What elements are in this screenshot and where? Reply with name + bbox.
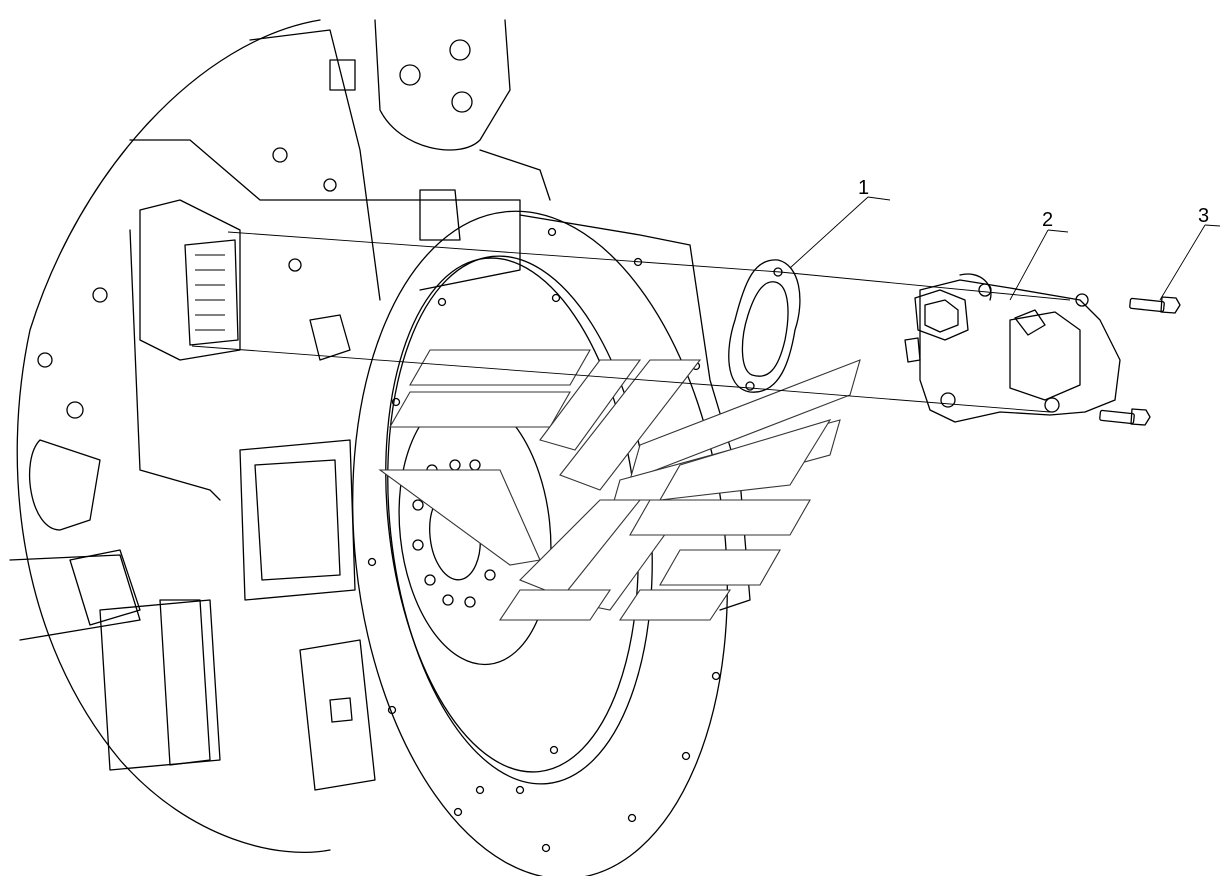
callout-1-label: 1 [858,177,869,199]
bolt-lower [1099,408,1151,426]
watermark-logo [378,349,861,621]
bolt-upper [1129,296,1181,314]
engine-block [9,19,551,853]
power-take-off-unit [904,273,1121,423]
callout-2-label: 2 [1042,209,1053,231]
leader-lines [789,196,1221,301]
gasket [728,259,801,393]
housing-bolt-holes [367,227,728,853]
assembly-guide-lines [191,231,1071,413]
callout-3-label: 3 [1198,205,1209,227]
